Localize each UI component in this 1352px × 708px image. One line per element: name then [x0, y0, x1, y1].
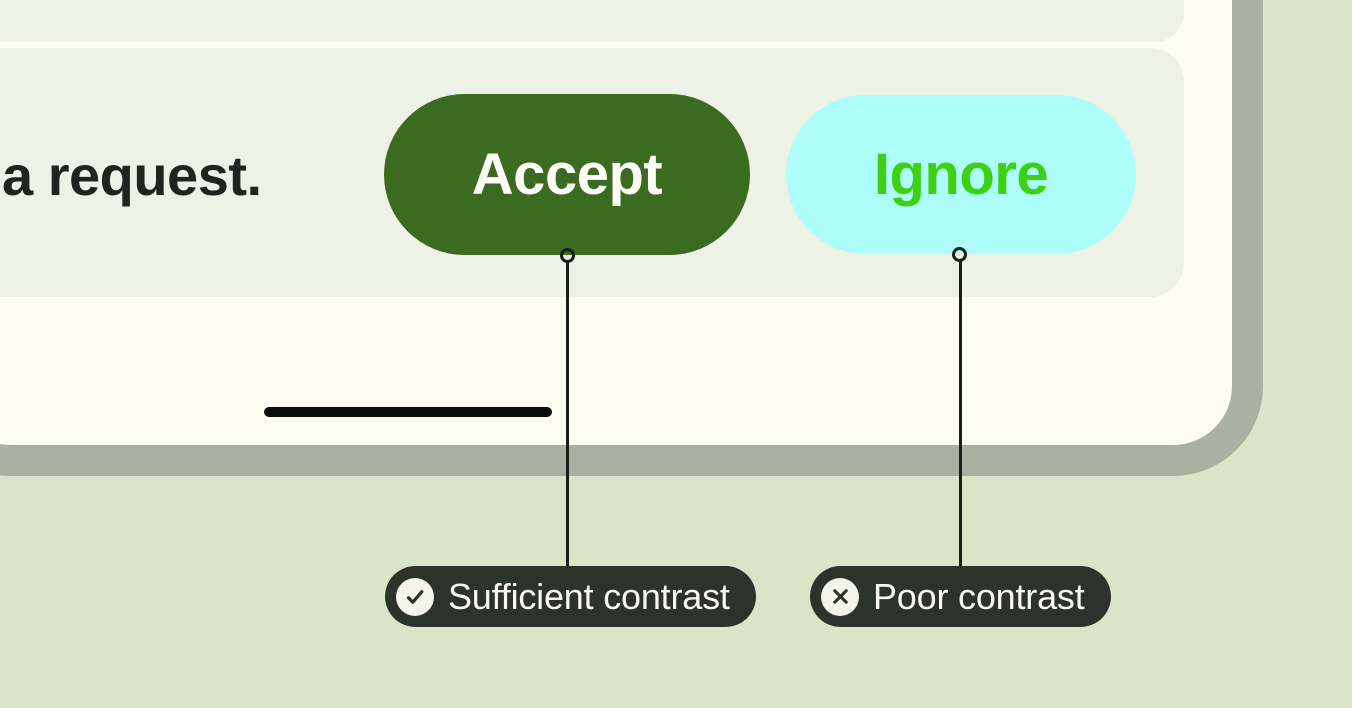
- poor-contrast-callout: Poor contrast: [810, 566, 1111, 627]
- check-icon: [396, 577, 434, 616]
- notification-message: a request.: [2, 144, 262, 207]
- sufficient-contrast-label: Sufficient contrast: [448, 575, 730, 617]
- ignore-connector-dot: [952, 247, 967, 262]
- ignore-connector-line: [959, 260, 962, 567]
- accept-connector-dot: [560, 248, 575, 263]
- ignore-button[interactable]: Ignore: [786, 95, 1136, 254]
- accept-button[interactable]: Accept: [384, 94, 750, 255]
- reply-divider-bar: [264, 407, 552, 417]
- x-icon: [821, 577, 859, 616]
- poor-contrast-label: Poor contrast: [873, 575, 1085, 617]
- accept-connector-line: [566, 261, 569, 567]
- upper-card-strip: [0, 0, 1184, 42]
- sufficient-contrast-callout: Sufficient contrast: [385, 566, 756, 627]
